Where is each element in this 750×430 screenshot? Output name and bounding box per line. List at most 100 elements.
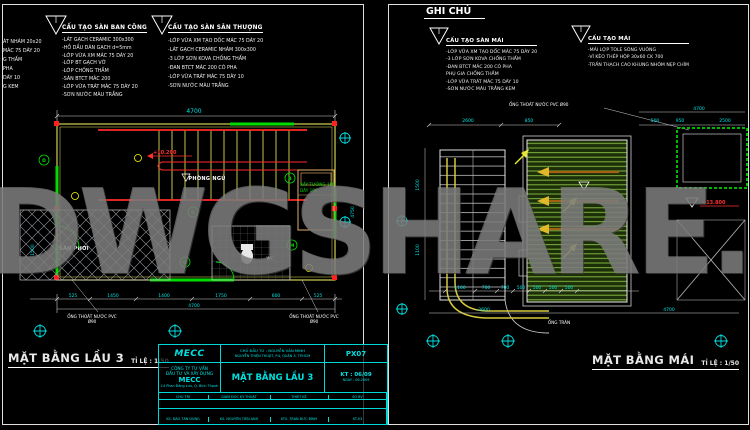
note-line: -TRẦN THẠCH CAO KHUNG NHÔM NẸP CHÌM xyxy=(588,62,689,68)
stair-rail xyxy=(446,158,549,319)
pipe-label: ỐNG THOÁT NƯỚC PVC Ø90 xyxy=(509,102,569,107)
dim-text: 2600 xyxy=(462,118,474,124)
dim-text: 1500 xyxy=(415,179,421,191)
dim-text: 4700 xyxy=(693,106,705,112)
company-line: ĐẦU TƯ VÀ XÂY DỰNG xyxy=(165,371,214,377)
note-line: -SƠN NƯỚC MÀU TRẮNG xyxy=(62,92,123,98)
axis-letter: M xyxy=(290,243,295,249)
level-text: +10.200 xyxy=(153,150,177,156)
axis-letter: B xyxy=(288,176,292,182)
note-line: -LÁT GẠCH CERAMIC NHÁM 300x300 xyxy=(168,48,256,53)
signature-space xyxy=(328,408,386,409)
dim-text: 4750 xyxy=(350,206,356,218)
leader-line xyxy=(603,107,690,131)
axis-letter: D xyxy=(42,158,46,164)
signature-name: KT-03 xyxy=(352,417,363,422)
door-arcs xyxy=(56,225,235,281)
dim-text: 500 xyxy=(565,285,574,291)
yellow-markers xyxy=(71,154,313,272)
room-label: WC xyxy=(266,256,273,261)
note-line: DÀY 10 xyxy=(3,76,21,81)
dim-text: 1750 xyxy=(215,293,227,299)
title-block-client-cell: CHỦ ĐẦU TƯ : NGUYỄN VĂN MINH NGUYỄN THIỆ… xyxy=(221,345,325,363)
dim-text: 1400 xyxy=(158,293,170,299)
signature-header: GIÁM ĐỐC KỸ THUẬT xyxy=(208,394,271,401)
dim-line xyxy=(30,294,342,313)
toilet-icon xyxy=(241,244,253,264)
signature-name: KS. NGUYỄN TIẾN ANH xyxy=(209,417,271,422)
date-text: NGÀY : 06-2009 xyxy=(342,378,370,383)
dim-text: 500 xyxy=(517,285,526,291)
dim-text: 600 xyxy=(272,293,281,299)
note-title: CẤU TẠO MÁI xyxy=(588,36,689,44)
note-line: -SƠN NƯỚC MÀU TRẮNG xyxy=(168,84,229,89)
dim-text: 525 xyxy=(314,293,323,299)
note-line: -LÁT GẠCH CERAMIC 300x300 xyxy=(62,38,134,43)
note-line: -LỚP VỮA XM TẠO DỐC MÁC 75 DÀY 20 xyxy=(446,50,538,55)
staircase xyxy=(439,149,550,334)
signature-header: CHỦ TRÌ xyxy=(159,394,209,401)
dim-text: 700 xyxy=(501,285,510,291)
dim-line xyxy=(429,288,739,314)
dim-text: 700 xyxy=(482,285,491,291)
note-mai: CẤU TẠO MÁI -MÁI LỢP TOLE SÓNG VUÔNG -VÌ… xyxy=(588,36,689,69)
signature-header: SỐ BV xyxy=(328,395,386,401)
note-line: -HỒ DẦU DÁN GẠCH d=5mm xyxy=(62,45,132,51)
dim-text: 2500 xyxy=(719,118,731,124)
note-line: G KEM xyxy=(3,85,19,90)
note-line: PHA xyxy=(3,67,13,72)
plan-title-text: MẶT BẰNG MÁI xyxy=(592,353,695,367)
note-title: CẤU TẠO SÀN SÂN THƯỢNG xyxy=(168,25,264,33)
wall-note: XÂY TƯỜNG 100 xyxy=(300,182,335,187)
triangle-marker-icon xyxy=(45,15,67,36)
note-line: G THẤM xyxy=(3,58,23,63)
slope-marker-icon xyxy=(578,181,590,191)
note-clipped: ÁT NHÁM 20x20 MÁC 75 DÀY 20 G THẤM PHA D… xyxy=(3,38,42,92)
canopy xyxy=(676,127,748,189)
note-line: -LỚP VỮA TRÁT MÁC 75 DÀY 20 xyxy=(62,84,138,90)
san-phoi-area xyxy=(19,209,171,281)
dim-text: 850 xyxy=(525,118,534,124)
company-logo: MECC xyxy=(174,348,205,359)
note-line: -LỚP CHỐNG THẤM xyxy=(62,69,109,75)
note-line: -MÁI LỢP TOLE SÓNG VUÔNG xyxy=(588,48,657,53)
slope-arrows xyxy=(537,167,619,234)
axis-letter-markers: D G B M D xyxy=(38,154,298,268)
title-block-drawing-title-cell: MẶT BẰNG LẦU 3 xyxy=(221,363,325,393)
level-marker: +10.200 xyxy=(147,150,192,159)
room-marker-icon xyxy=(181,173,191,182)
dim-text: 1500 xyxy=(30,244,36,256)
overflow-label: ỐNG TRÀN xyxy=(548,320,570,325)
dim-text: 2600 xyxy=(478,307,490,313)
axis-letter: D xyxy=(183,260,187,266)
note-line: -LỚP VỮA TRÁT MÁC 75 DÀY 10 xyxy=(446,79,519,85)
note-san-thuong: CẤU TẠO SÀN SÂN THƯỢNG -LỚP VỮA XM TẠO D… xyxy=(168,25,264,91)
note-line: PHỤ GIA CHỐNG THẤM xyxy=(446,72,499,78)
note-line: -LỚP VỮA XM MÁC 75 DÀY 20 xyxy=(62,53,134,59)
triangle-marker-icon xyxy=(151,15,173,36)
dim-text: 1100 xyxy=(454,285,466,291)
tole-roof xyxy=(518,135,632,307)
note-line: -LỚP VỮA XM TẠO DỐC MÁC 75 DÀY 20 xyxy=(168,39,264,44)
drain-arrows xyxy=(514,149,577,259)
dim-text: 525 xyxy=(69,293,78,299)
sheet-right-border xyxy=(388,4,749,425)
note-line: -LỚP VỮA TRÁT MÁC 75 DÀY 10 xyxy=(168,75,244,80)
dim-text: 500 xyxy=(533,285,542,291)
signature-name: KS. ĐÀO TẤN DŨNG xyxy=(159,417,209,422)
note-line: ÁT NHÁM 20x20 xyxy=(3,40,42,45)
ghi-chu-title: GHI CHÚ xyxy=(424,6,486,19)
note-title: CẤU TẠO SÀN MÁI xyxy=(446,38,538,46)
plan-scale-text: TỈ LỆ : 1/50 xyxy=(701,360,739,367)
drawing-title: MẶT BẰNG LẦU 3 xyxy=(231,372,314,383)
pipe-label: ỐNG THOÁT NƯỚC PVC xyxy=(289,314,339,319)
note-line: MÁC 75 DÀY 20 xyxy=(3,49,40,54)
title-block: MECC CHỦ ĐẦU TƯ : NGUYỄN VĂN MINH NGUYỄN… xyxy=(158,344,388,425)
pipe-label: Ø90 xyxy=(310,319,319,324)
note-title: CẤU TẠO SÀN BAN CÔNG xyxy=(62,25,147,33)
dim-text: 4700 xyxy=(186,108,201,115)
axis-target-icon xyxy=(33,132,351,338)
company-line: 14 Phan Đăng Lưu, Q. Bình Thạnh xyxy=(160,384,219,389)
signature-space xyxy=(159,408,209,409)
